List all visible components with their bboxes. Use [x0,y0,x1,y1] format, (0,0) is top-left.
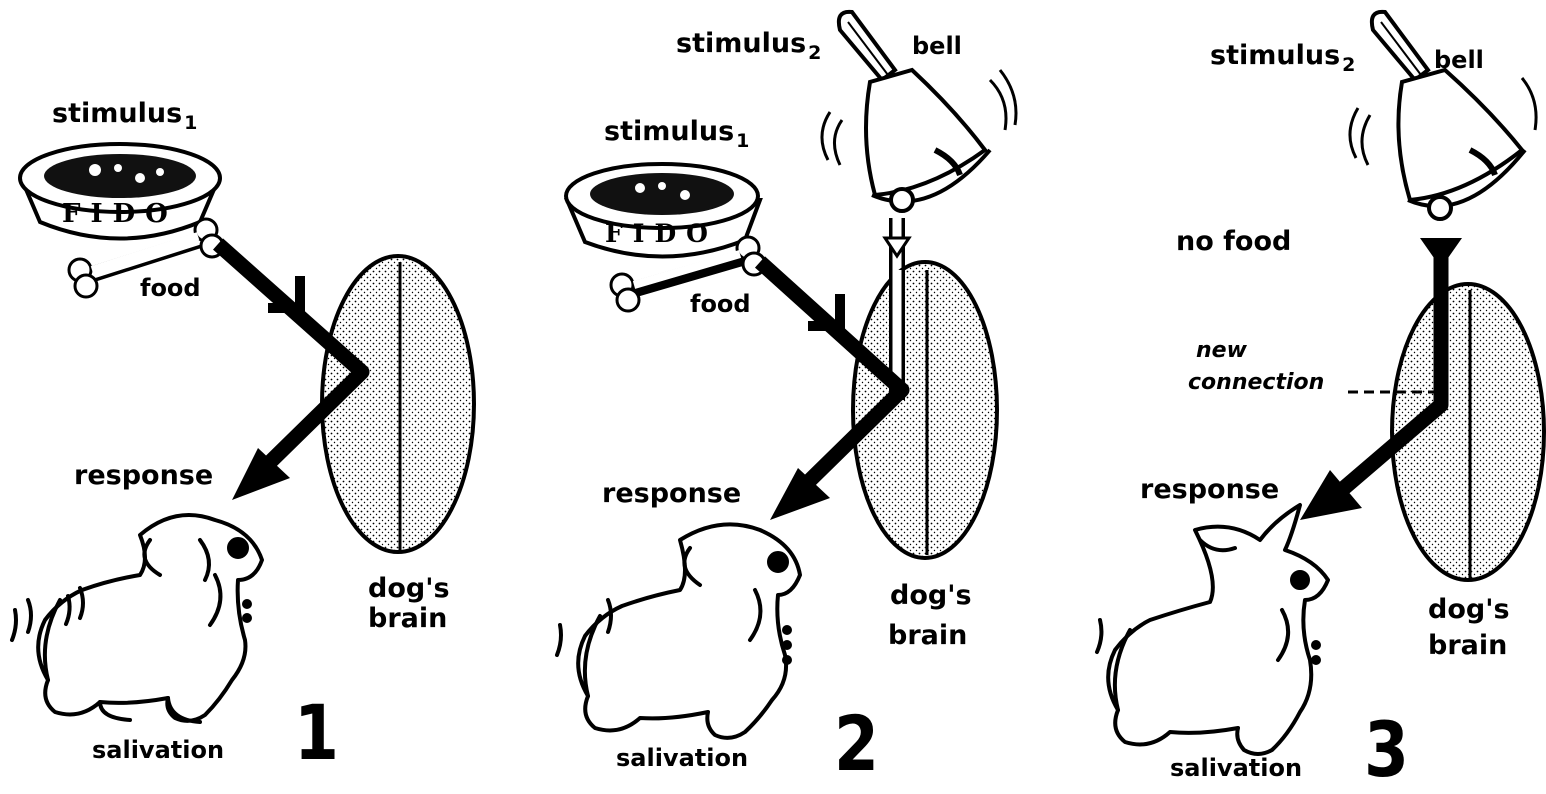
dog-icon [1097,505,1328,754]
food-label: food [140,276,201,300]
bell-label: bell [912,34,962,58]
brain-label-line2: brain [1428,632,1507,659]
bell-icon [1350,12,1536,219]
stimulus-subscript: 1 [184,112,197,134]
new-connection-label-line2: connection [1188,372,1324,394]
food-label: food [690,292,751,316]
panel-1: FIDO [12,144,474,722]
panel-number: 3 [1364,712,1409,788]
stimulus-text: stimulus [52,98,182,129]
stimulus-text: stimulus [676,28,806,59]
brain-label-line2: brain [888,622,967,649]
bell-label: bell [1434,48,1484,72]
brain-label-line2: brain [368,605,447,632]
dog-icon [557,524,800,738]
panel-number: 1 [294,695,339,771]
salivation-label: salivation [616,746,748,770]
panel-number: 2 [834,706,879,782]
salivation-label: salivation [1170,756,1302,780]
brain-label-line1: dog's [890,582,972,609]
stimulus-subscript: 2 [808,42,821,64]
brain-label-line1: dog's [368,575,450,602]
stimulus-text: stimulus [1210,40,1340,71]
bowl-text: FIDO [605,219,718,248]
dog-brain-icon [322,256,474,552]
no-food-label: no food [1176,228,1291,255]
stimulus-text: stimulus [604,116,734,147]
brain-label-line1: dog's [1428,596,1510,623]
response-label: response [74,462,213,489]
stimulus-subscript: 2 [1342,54,1355,76]
stimulus-subscript: 1 [736,130,749,152]
new-connection-label-line1: new [1196,340,1247,362]
food-bowl-icon: FIDO [20,144,220,239]
salivation-label: salivation [92,738,224,762]
response-label: response [1140,476,1279,503]
dog-icon [12,515,262,722]
bowl-text: FIDO [62,199,178,229]
response-label: response [602,480,741,507]
food-bowl-icon: FIDO [566,164,760,257]
